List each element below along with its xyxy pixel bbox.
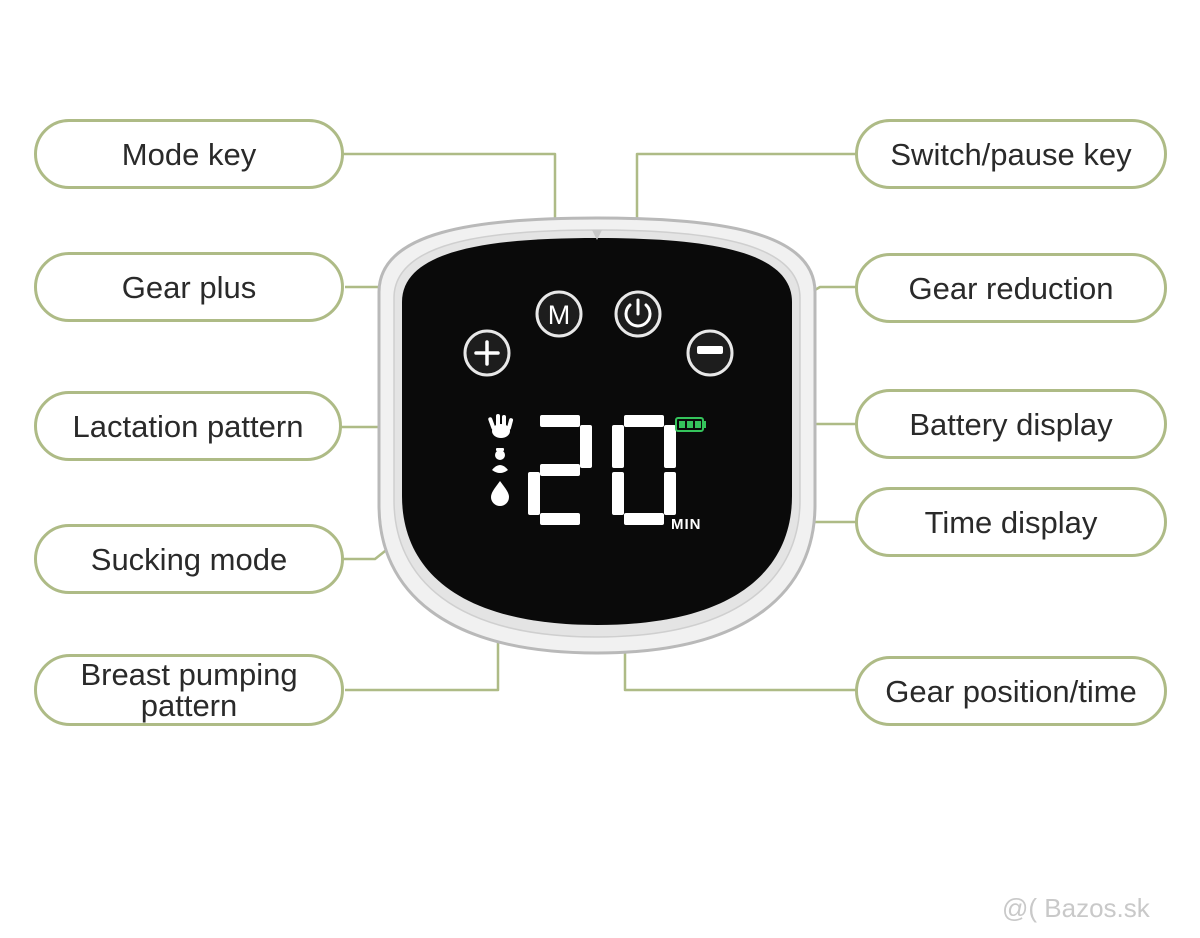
- label-battery-display: Battery display: [855, 389, 1167, 459]
- drop-icon: [491, 481, 509, 506]
- watermark: @( Bazos.sk: [1002, 893, 1150, 923]
- power-icon: [624, 298, 652, 328]
- label-switch-pause-key: Switch/pause key: [855, 119, 1167, 189]
- mode-button[interactable]: M: [535, 290, 583, 338]
- battery-icon: [675, 417, 706, 432]
- time-unit-label: MIN: [671, 516, 702, 533]
- label-gear-reduction-text: Gear reduction: [908, 270, 1114, 306]
- label-battery-display-text: Battery display: [909, 406, 1113, 442]
- battery-bar: [687, 421, 693, 428]
- label-breast-pumping-pattern: Breast pumping pattern: [34, 654, 344, 726]
- plus-icon: [474, 340, 500, 366]
- digit-2-segment-a: [624, 415, 664, 427]
- digit-2-segment-d: [624, 513, 664, 525]
- digit-2-segment-e: [612, 472, 624, 515]
- label-lactation-pattern-text: Lactation pattern: [72, 408, 304, 444]
- gear-plus-button[interactable]: [463, 329, 511, 377]
- label-time-display: Time display: [855, 487, 1167, 557]
- label-switch-pause-key-text: Switch/pause key: [890, 136, 1132, 172]
- switch-pause-button[interactable]: [614, 290, 662, 338]
- battery-bar: [679, 421, 685, 428]
- digit-1-segment-b: [580, 425, 592, 468]
- top-notch: [592, 230, 602, 240]
- digit-2-segment-b: [664, 425, 676, 468]
- label-gear-position-time: Gear position/time: [855, 656, 1167, 726]
- digit-1-segment-d: [540, 513, 580, 525]
- mode-button-label: M: [548, 300, 571, 330]
- device-screen: [402, 238, 792, 625]
- hand-icon: [488, 414, 514, 438]
- label-sucking-mode: Sucking mode: [34, 524, 344, 594]
- label-sucking-mode-text: Sucking mode: [90, 541, 288, 577]
- digit-2-segment-c: [664, 472, 676, 515]
- minus-icon: [697, 346, 723, 354]
- digit-1-segment-e: [528, 472, 540, 515]
- digit-2-segment-f: [612, 425, 624, 468]
- label-gear-plus-text: Gear plus: [121, 269, 257, 305]
- label-mode-key: Mode key: [34, 119, 344, 189]
- label-breast-pumping-pattern-text: Breast pumping pattern: [80, 657, 298, 723]
- label-lactation-pattern: Lactation pattern: [34, 391, 342, 461]
- digit-1-segment-a: [540, 415, 580, 427]
- label-mode-key-text: Mode key: [121, 136, 257, 172]
- baby-icon: [492, 448, 508, 473]
- control-panel-device: [377, 216, 817, 655]
- time-display-digits: 20: [528, 415, 676, 525]
- label-gear-reduction: Gear reduction: [855, 253, 1167, 323]
- digit-1-segment-g: [540, 464, 580, 476]
- label-gear-plus: Gear plus: [34, 252, 344, 322]
- label-gear-position-time-text: Gear position/time: [885, 673, 1137, 709]
- label-time-display-text: Time display: [924, 504, 1098, 540]
- battery-bar: [695, 421, 701, 428]
- gear-reduction-button[interactable]: [686, 329, 734, 377]
